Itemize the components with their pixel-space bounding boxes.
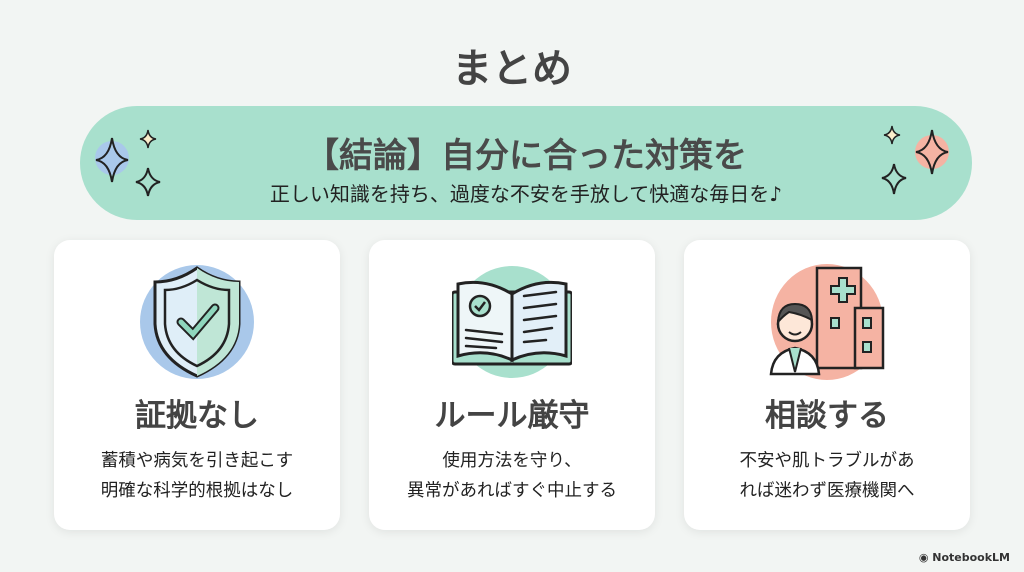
card-line: 不安や肌トラブルがあ <box>739 451 915 471</box>
card-heading: 相談する <box>765 398 889 434</box>
card-line: 明確な科学的根拠はなし <box>100 481 294 501</box>
watermark-text: NotebookLM <box>932 551 1010 564</box>
card-text: 蓄積や病気を引き起こす明確な科学的根拠はなし <box>54 446 340 506</box>
conclusion-banner: 【結論】自分に合った対策を 正しい知識を持ち、過度な不安を手放して快適な毎日を♪ <box>80 106 972 220</box>
card-line: 異常があればすぐ中止する <box>407 481 617 501</box>
card-line: 使用方法を守り、 <box>442 451 582 471</box>
banner-subtitle: 正しい知識を持ち、過度な不安を手放して快適な毎日を♪ <box>269 182 783 206</box>
card-line: れば迷わず医療機関へ <box>739 481 915 501</box>
card-heading: ルール厳守 <box>434 398 590 434</box>
open-book-icon <box>452 266 572 378</box>
doctor-hospital-icon <box>769 264 885 380</box>
banner-heading: 【結論】自分に合った対策を <box>305 136 747 176</box>
card-consult: 相談する 不安や肌トラブルがあれば迷わず医療機関へ <box>684 240 970 530</box>
card-text: 使用方法を守り、異常があればすぐ中止する <box>369 446 655 506</box>
card-no-evidence: 証拠なし 蓄積や病気を引き起こす明確な科学的根拠はなし <box>54 240 340 530</box>
sparkle-icon <box>881 125 949 195</box>
page-title: まとめ <box>452 46 572 92</box>
card-heading: 証拠なし <box>135 398 259 434</box>
notebooklm-watermark: ◉ NotebookLM <box>918 551 1010 564</box>
sparkle-icon <box>95 129 161 197</box>
card-text: 不安や肌トラブルがあれば迷わず医療機関へ <box>684 446 970 506</box>
card-follow-rules: ルール厳守 使用方法を守り、異常があればすぐ中止する <box>369 240 655 530</box>
card-line: 蓄積や病気を引き起こす <box>100 451 294 471</box>
shield-check-icon <box>140 265 254 379</box>
